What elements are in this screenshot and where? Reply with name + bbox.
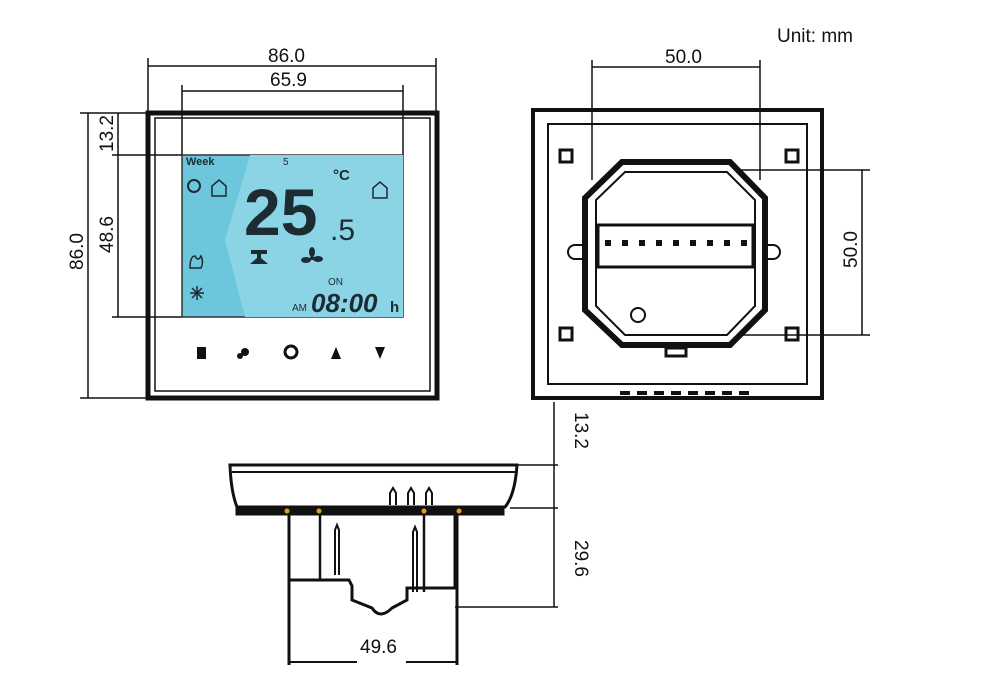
side-body <box>287 515 457 616</box>
front-width-label: 86.0 <box>268 46 305 67</box>
temperature-decimal: .5 <box>330 214 355 247</box>
power-button-icon[interactable] <box>283 344 299 360</box>
time-unit: h <box>390 299 399 316</box>
back-view <box>531 60 870 400</box>
mounting-octagon <box>582 159 768 348</box>
mode-button-icon[interactable] <box>197 347 206 359</box>
on-label: ON <box>328 277 343 288</box>
terminal-screws <box>605 240 747 246</box>
front-view <box>80 58 440 401</box>
snowflake-icon <box>190 286 204 300</box>
fan-button-icon[interactable] <box>237 348 249 359</box>
down-button-icon[interactable] <box>375 347 385 359</box>
screen-height-label: 48.6 <box>97 216 118 253</box>
touch-buttons <box>197 344 385 360</box>
mount-width-label: 50.0 <box>665 47 702 68</box>
front-outer-height-label: 86.0 <box>67 233 88 270</box>
body-depth-label: 29.6 <box>570 540 591 577</box>
home-icon <box>211 179 227 197</box>
mount-height-label: 50.0 <box>841 231 862 268</box>
back-housing <box>531 108 824 400</box>
week-day: 5 <box>283 157 289 168</box>
am-label: AM <box>292 303 307 314</box>
time-display: 08:00 <box>311 288 378 318</box>
temperature-main: 25 <box>244 175 317 249</box>
auto-mode-icon <box>187 179 201 193</box>
terminal-block <box>596 223 755 269</box>
screen-width-label: 65.9 <box>270 70 307 91</box>
front-housing <box>145 110 440 401</box>
top-margin-label: 13.2 <box>97 115 118 152</box>
body-width-label: 49.6 <box>360 637 397 658</box>
week-label: Week <box>186 156 215 168</box>
temperature-unit: °C <box>333 167 350 184</box>
unit-label: Unit: mm <box>777 26 853 47</box>
side-panel <box>228 463 519 509</box>
heating-icon <box>189 254 204 269</box>
panel-depth-label: 13.2 <box>570 412 591 449</box>
valve-icon <box>250 250 268 264</box>
side-view <box>228 402 558 665</box>
away-home-icon <box>372 181 388 199</box>
up-button-icon[interactable] <box>331 347 341 359</box>
fan-icon <box>301 247 323 263</box>
